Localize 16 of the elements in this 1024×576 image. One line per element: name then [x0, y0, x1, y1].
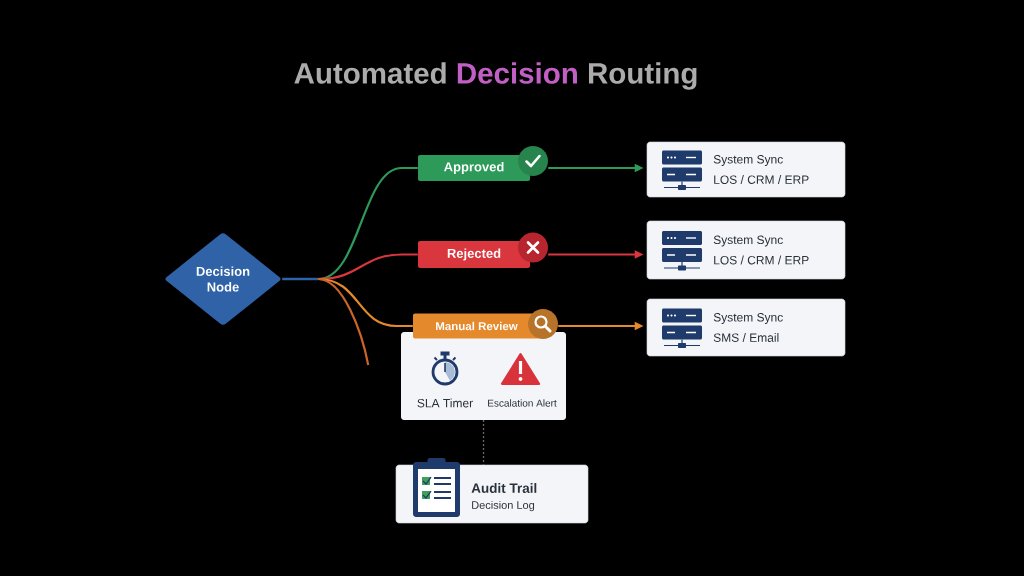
status-tag: Approved [418, 155, 530, 181]
icon-caption: Escalation Alert [488, 399, 557, 407]
dotted-line [482, 419, 485, 466]
card-title: System Sync [713, 313, 783, 324]
card-subtitle: LOS / CRM / ERP [714, 255, 809, 265]
card-title: System Sync [713, 155, 783, 166]
status-tag: Rejected [418, 241, 530, 268]
card-title: System Sync [713, 235, 783, 247]
branch-line [282, 277, 319, 281]
card-subtitle: Decision Log [472, 500, 535, 512]
icon-caption: SLA Timer [417, 398, 473, 408]
card-title: Audit Trail [471, 483, 537, 493]
card-subtitle: LOS / CRM / ERP [714, 175, 809, 184]
title: Automated Decision Routing [294, 62, 697, 90]
card-subtitle: SMS / Email [713, 333, 779, 342]
branch-line [318, 277, 370, 366]
